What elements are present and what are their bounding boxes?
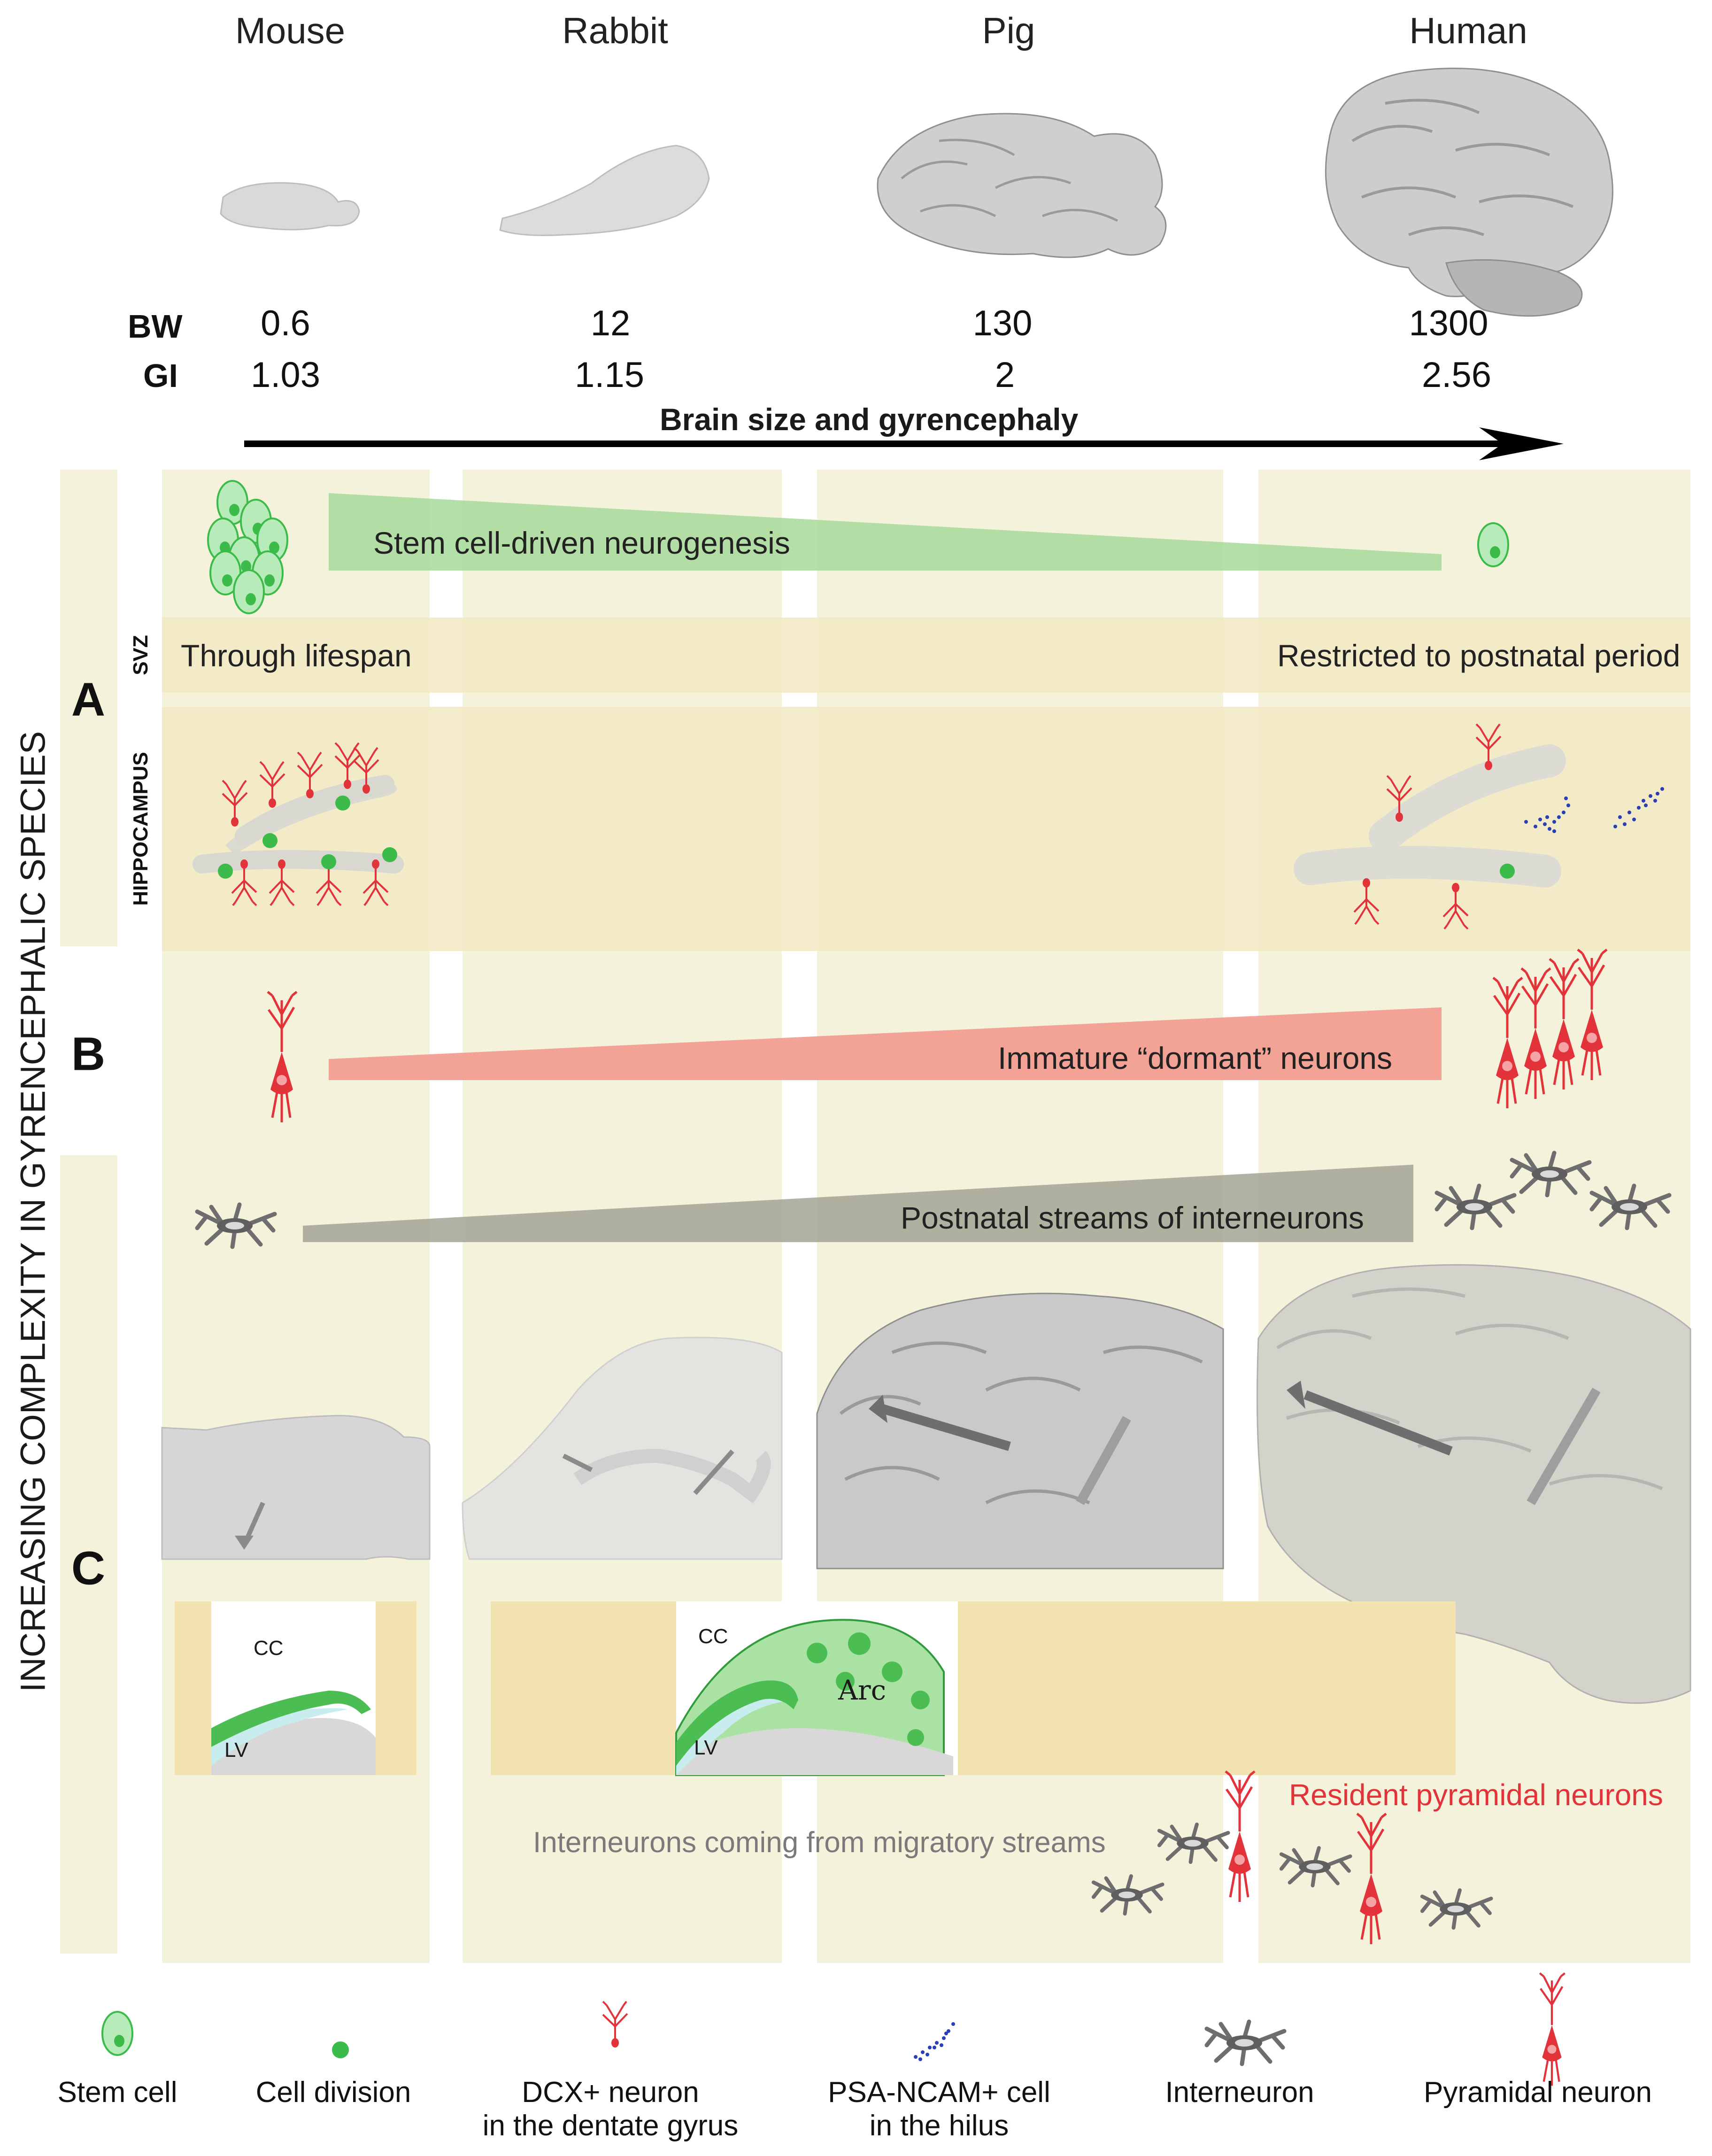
gi-value: 1.03 — [251, 355, 320, 395]
section-c-label: C — [71, 1542, 106, 1595]
gi-value: 2.56 — [1422, 355, 1491, 395]
resident-label: Resident pyramidal neurons — [1289, 1778, 1663, 1812]
streams-bar-label: Postnatal streams of interneurons — [901, 1200, 1364, 1235]
neurogenesis-bar-label: Stem cell-driven neurogenesis — [373, 525, 790, 560]
svz-label: SVZ — [129, 635, 152, 675]
single-stem-cell-icon — [1477, 522, 1509, 567]
trend-arrow-label: Brain size and gyrencephaly — [660, 402, 1079, 437]
pig-brain-icon — [877, 113, 1167, 258]
section-a-label: A — [71, 673, 106, 726]
bw-value: 1300 — [1409, 303, 1488, 343]
legend-item-pyramidal: Pyramidal neuron — [1424, 2076, 1652, 2109]
section-b-label: B — [71, 1028, 106, 1081]
species-label: Mouse — [235, 10, 346, 51]
rabbit-brain-icon — [499, 145, 710, 236]
gi-row-label: GI — [143, 357, 178, 394]
trend-arrow — [244, 427, 1564, 460]
svz-left-label: Through lifespan — [181, 638, 412, 673]
lv-label-mouse: LV — [224, 1739, 248, 1762]
legend-icons — [101, 1973, 1565, 2086]
species-label: Human — [1409, 10, 1527, 51]
cc-label-mouse: CC — [254, 1637, 284, 1660]
mouse-brain-large — [161, 1415, 431, 1560]
panel-bands — [60, 618, 1690, 1155]
legend-item-interneuron: Interneuron — [1165, 2076, 1314, 2109]
migratory-label: Interneurons coming from migratory strea… — [533, 1826, 1106, 1859]
cc-label-rabbit: CC — [698, 1625, 728, 1648]
lv-label-rabbit: LV — [694, 1736, 718, 1759]
legend-item-cell-division: Cell division — [255, 2076, 411, 2109]
streams-wedge — [303, 1165, 1413, 1242]
mouse-coronal-section — [211, 1601, 376, 1775]
human-brain-large — [1257, 1264, 1691, 1704]
pig-brain-large — [816, 1292, 1224, 1569]
gi-value: 1.15 — [575, 355, 644, 395]
human-brain-icon — [1325, 68, 1613, 317]
human-hippocampus-diagram — [1294, 723, 1664, 930]
rabbit-brain-large — [462, 1337, 783, 1560]
dormant-bar-label: Immature “dormant” neurons — [998, 1041, 1392, 1075]
neurogenesis-wedge — [329, 493, 1442, 571]
legend-item-stem-cell: Stem cell — [57, 2076, 177, 2109]
bw-row-label: BW — [128, 308, 183, 345]
rabbit-coronal-section — [675, 1601, 958, 1776]
species-label: Rabbit — [562, 10, 668, 51]
svz-right-label: Restricted to postnatal period — [1277, 638, 1681, 673]
bw-value: 12 — [590, 303, 631, 343]
bw-value: 0.6 — [261, 303, 310, 343]
species-label: Pig — [982, 10, 1035, 51]
bw-value: 130 — [972, 303, 1033, 343]
arc-label: Arc — [838, 1674, 887, 1706]
side-title: INCREASING COMPLEXITY IN GYRENCEPHALIC S… — [13, 731, 53, 1692]
hippocampus-label: HIPPOCAMPUS — [129, 752, 152, 906]
mouse-hippocampus-diagram — [193, 742, 404, 906]
mouse-brain-icon — [220, 182, 360, 231]
gi-value: 2 — [995, 355, 1015, 395]
dormant-wedge — [329, 1007, 1442, 1080]
